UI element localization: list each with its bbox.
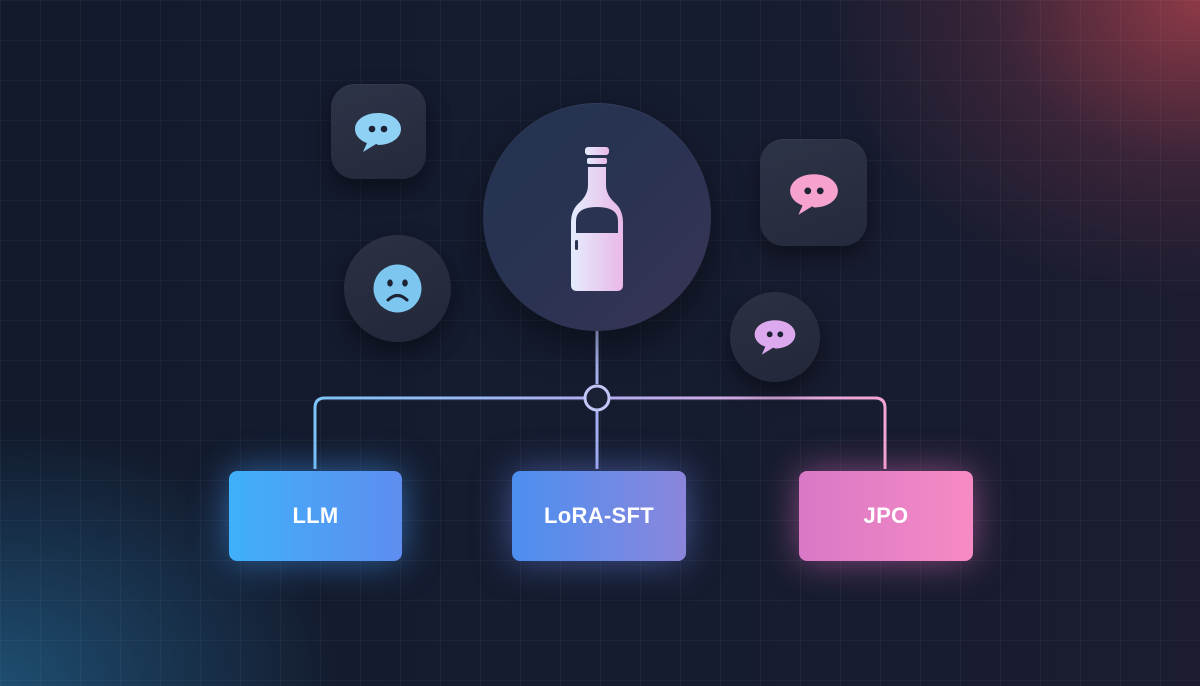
emoji-bubble xyxy=(344,235,451,342)
chat-bubble-icon xyxy=(355,113,401,152)
root-hub xyxy=(483,103,711,331)
node-lora-sft-label: LoRA-SFT xyxy=(544,503,654,528)
chat-bubble-circle xyxy=(730,292,820,382)
node-jpo-label: JPO xyxy=(863,503,909,528)
edge-jpo xyxy=(610,396,887,469)
junction-node xyxy=(583,384,611,412)
chat-bubble-icon xyxy=(754,320,796,355)
node-jpo: JPO xyxy=(799,471,973,561)
node-lora-sft: LoRA-SFT xyxy=(512,471,686,561)
wine-bottle-icon xyxy=(571,147,623,291)
chat-bubble-icon xyxy=(790,174,838,215)
node-llm-label: LLM xyxy=(292,503,339,528)
frown-face-icon xyxy=(373,264,422,313)
chat-chip-blue xyxy=(331,84,426,179)
edge-llm xyxy=(313,396,584,469)
node-llm: LLM xyxy=(229,471,402,561)
chat-chip-pink xyxy=(760,139,867,246)
